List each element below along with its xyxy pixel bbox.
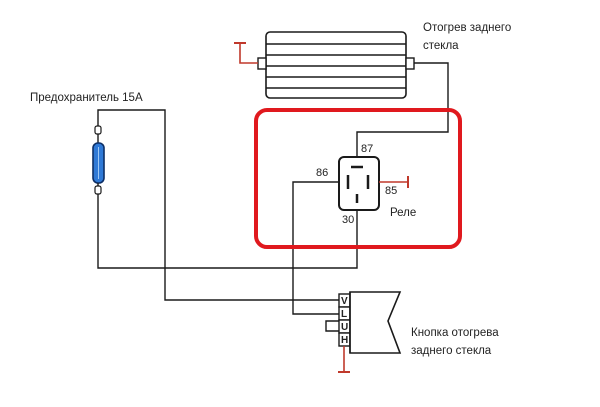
switch-pin-v: V [341, 296, 348, 307]
relay-pin-30: 30 [342, 214, 354, 226]
fuse-15a [92, 125, 105, 196]
heater-ground-icon [234, 42, 258, 64]
heater-switch [338, 291, 402, 354]
rear-window-heater [257, 31, 415, 99]
heater-left-terminal [257, 57, 267, 70]
heater-title-line2: стекла [423, 40, 459, 52]
wire-switch-loop [325, 320, 341, 332]
relay-pin-87: 87 [361, 143, 373, 155]
switch-pin-u: U [341, 322, 348, 333]
relay-highlight-frame [254, 108, 462, 249]
switch-body [349, 291, 402, 354]
relay [338, 156, 380, 211]
switch-ground-icon [338, 346, 350, 373]
relay-label: Реле [390, 207, 416, 219]
relay-pin-86: 86 [316, 167, 328, 179]
fuse-label: Предохранитель 15А [30, 92, 143, 104]
button-label-line2: заднего стекла [411, 345, 492, 357]
heater-right-terminal [405, 57, 415, 70]
relay-body [338, 156, 380, 211]
heater-title-line1: Отогрев заднего [423, 22, 511, 34]
relay-ground-icon [379, 176, 409, 188]
wire-heater-to-87 [356, 62, 449, 157]
switch-pin-l: L [341, 309, 347, 320]
wire-fuse-to-switch [97, 109, 341, 301]
switch-pin-h: H [341, 335, 348, 346]
button-label-line1: Кнопка отогрева [411, 327, 499, 339]
wires [97, 62, 449, 332]
relay-pin-85: 85 [385, 185, 397, 197]
wire-fuse-to-30 [97, 196, 358, 269]
